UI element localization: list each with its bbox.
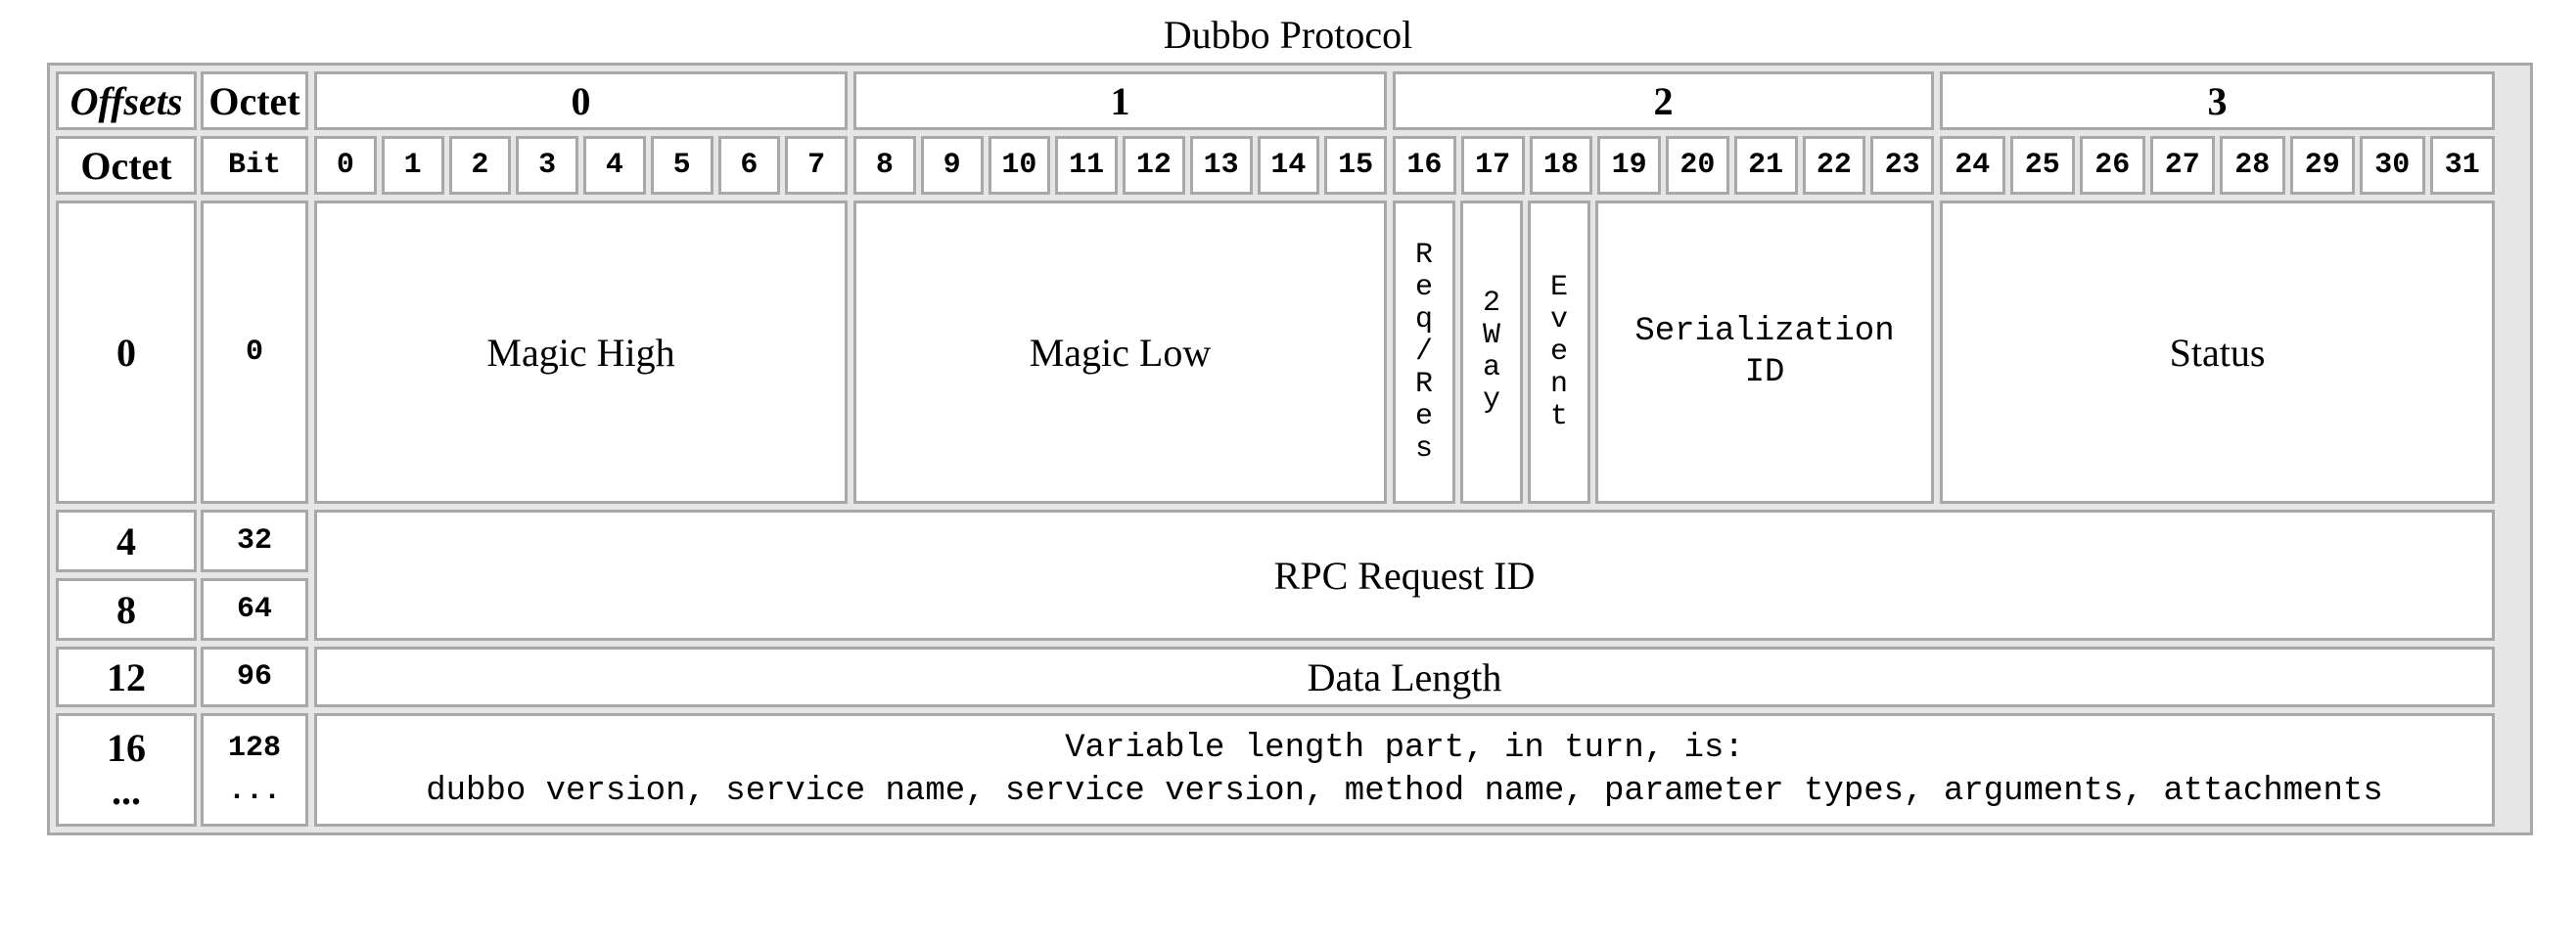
bit-29-header: 29 xyxy=(2289,136,2355,195)
bit-2-header: 2 xyxy=(448,136,512,195)
bit-26-header: 26 xyxy=(2080,136,2145,195)
bit-22-header: 22 xyxy=(1802,136,1866,195)
variable-part-intro: Variable length part, in turn, is: xyxy=(1065,730,1744,767)
event-flag: E v e n t xyxy=(1528,201,1590,504)
bit-16-header: 16 xyxy=(1393,136,1456,195)
bit-20-header: 20 xyxy=(1666,136,1729,195)
magic-low-field: Magic Low xyxy=(853,201,1387,504)
bit-9-header: 9 xyxy=(920,136,984,195)
row-16-octet: 16 ... xyxy=(56,713,197,827)
two-way-flag: 2 W a y xyxy=(1460,201,1523,504)
protocol-table: Offsets Octet 0 1 2 3 Octet Bit 0 0 Magi… xyxy=(47,63,2533,835)
byte-2-header: 2 xyxy=(1393,71,1934,130)
req-res-flag: R e q / R e s xyxy=(1393,201,1455,504)
row-8-octet: 8 xyxy=(56,578,197,641)
bit-17-header: 17 xyxy=(1460,136,1525,195)
row-16-octet-value: 16 xyxy=(107,726,146,770)
bit-25-header: 25 xyxy=(2009,136,2075,195)
bit-1-header: 1 xyxy=(381,136,444,195)
bit-18-header: 18 xyxy=(1529,136,1593,195)
row-16-bit: 128 ... xyxy=(201,713,308,827)
octet-column-header: Octet xyxy=(201,71,308,130)
bit-6-header: 6 xyxy=(717,136,781,195)
data-length-field: Data Length xyxy=(314,647,2495,707)
bit-12-header: 12 xyxy=(1123,136,1185,195)
bit-14-header: 14 xyxy=(1257,136,1320,195)
diagram-title: Dubbo Protocol xyxy=(1163,13,1413,57)
row-4-bit: 32 xyxy=(201,510,308,572)
byte-1-header: 1 xyxy=(853,71,1387,130)
row-12-bit: 96 xyxy=(201,647,308,707)
bit-15-header: 15 xyxy=(1324,136,1387,195)
bit-8-header: 8 xyxy=(853,136,916,195)
bit-13-header: 13 xyxy=(1189,136,1253,195)
bit-28-header: 28 xyxy=(2220,136,2285,195)
bit-4-header: 4 xyxy=(583,136,646,195)
row-0-bit: 0 xyxy=(201,201,308,504)
magic-high-field: Magic High xyxy=(314,201,848,504)
row-0-octet: 0 xyxy=(56,201,197,504)
bit-19-header: 19 xyxy=(1597,136,1661,195)
bit-3-header: 3 xyxy=(516,136,578,195)
variable-length-part: Variable length part, in turn, is: dubbo… xyxy=(314,713,2495,827)
bit-21-header: 21 xyxy=(1733,136,1798,195)
serialization-id-field: Serialization ID xyxy=(1595,201,1934,504)
bit-31-header: 31 xyxy=(2429,136,2495,195)
bit-24-header: 24 xyxy=(1940,136,2005,195)
offsets-header: Offsets xyxy=(56,71,197,130)
row-8-bit: 64 xyxy=(201,578,308,641)
rpc-request-id-field: RPC Request ID xyxy=(314,510,2495,641)
row-16-octet-ellipsis: ... xyxy=(112,769,141,813)
bit-5-header: 5 xyxy=(650,136,713,195)
octet-row-header: Octet xyxy=(56,136,197,195)
bit-11-header: 11 xyxy=(1055,136,1118,195)
bit-30-header: 30 xyxy=(2360,136,2425,195)
bit-10-header: 10 xyxy=(988,136,1051,195)
status-field: Status xyxy=(1940,201,2495,504)
row-4-octet: 4 xyxy=(56,510,197,572)
row-12-octet: 12 xyxy=(56,647,197,707)
bit-column-header: Bit xyxy=(201,136,308,195)
bit-7-header: 7 xyxy=(785,136,848,195)
bit-27-header: 27 xyxy=(2149,136,2215,195)
byte-3-header: 3 xyxy=(1940,71,2495,130)
row-16-bit-ellipsis: ... xyxy=(227,775,281,808)
byte-0-header: 0 xyxy=(314,71,848,130)
bit-0-header: 0 xyxy=(314,136,377,195)
bit-23-header: 23 xyxy=(1870,136,1934,195)
variable-part-contents: dubbo version, service name, service ver… xyxy=(426,773,2383,810)
row-16-bit-value: 128 xyxy=(227,732,281,765)
